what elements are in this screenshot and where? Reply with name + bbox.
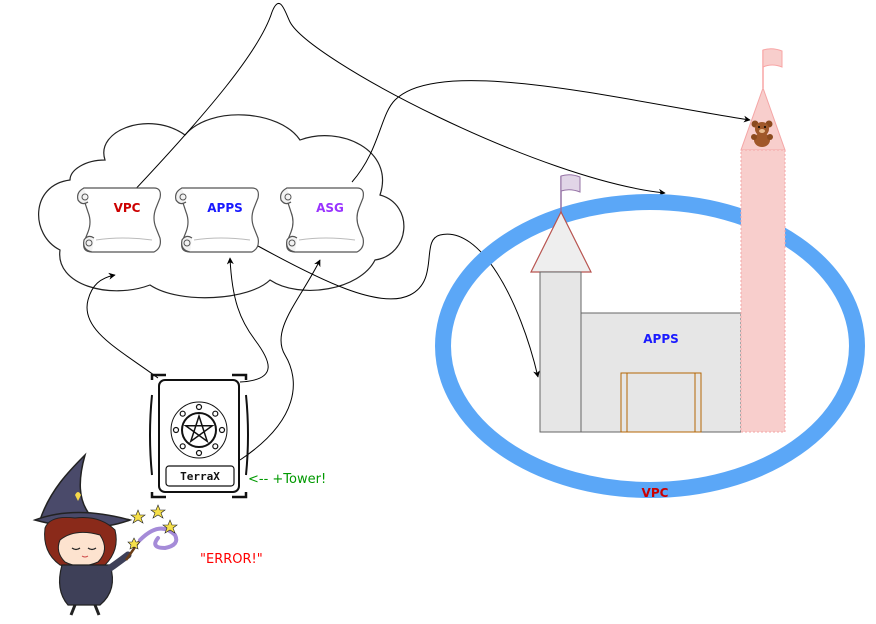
vpc-moat-label: VPC	[642, 486, 669, 500]
teddy-bear-icon	[751, 120, 773, 147]
spellbook: TerraX	[149, 373, 249, 499]
wizard-icon	[32, 452, 179, 616]
scroll-to-tower-arrow	[351, 80, 751, 183]
tall-tower-flag	[762, 48, 783, 68]
scroll-apps-label: APPS	[207, 201, 243, 215]
scroll-to-castle-arrow	[257, 233, 540, 378]
castle-apps-label: APPS	[643, 332, 679, 346]
pentagram-icon	[170, 401, 228, 459]
tower-note: <-- +Tower!	[248, 472, 326, 487]
scroll-apps: APPS	[175, 187, 259, 253]
book-to-asg-arrow	[239, 259, 321, 461]
book-to-apps-arrow	[226, 257, 269, 383]
castle-main-hall: APPS	[580, 312, 742, 433]
left-tower-flag	[560, 174, 581, 193]
vpc-moat	[435, 194, 865, 498]
scroll-to-moat-arrow	[129, 3, 666, 196]
castle-gate	[620, 372, 702, 433]
book-to-vpc-arrow	[86, 272, 159, 379]
scroll-vpc-label: VPC	[114, 201, 141, 215]
scroll-asg-label: ASG	[316, 201, 344, 215]
spellbook-label: TerraX	[180, 470, 220, 483]
castle-left-tower	[530, 174, 592, 433]
castle-tall-tower	[740, 48, 786, 433]
scroll-vpc: VPC	[76, 187, 161, 253]
scroll-asg: ASG	[280, 187, 364, 253]
error-text: "ERROR!"	[200, 552, 263, 567]
